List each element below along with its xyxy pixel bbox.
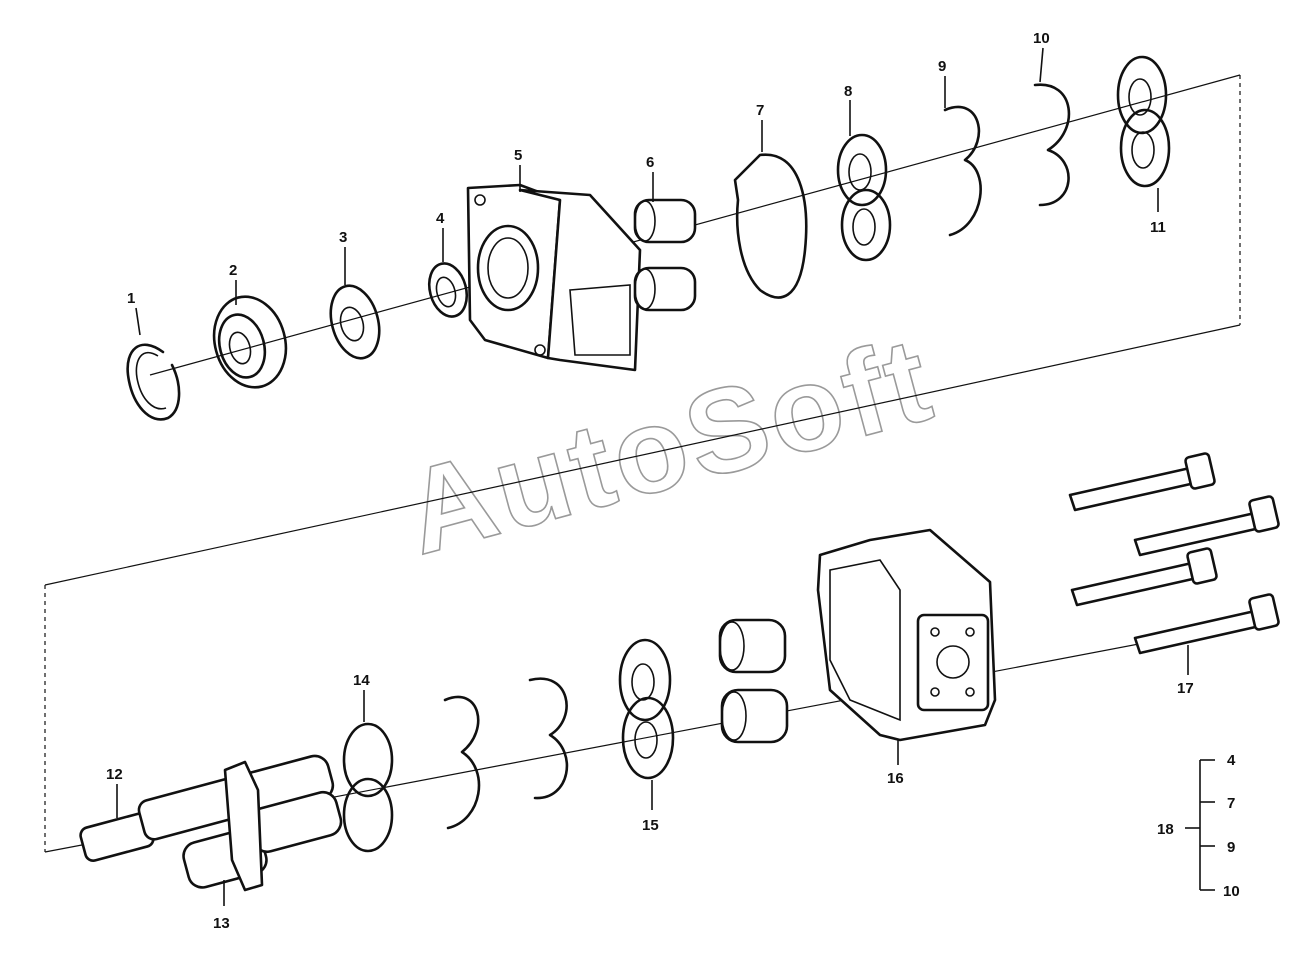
part-2-bearing — [212, 295, 288, 389]
kit-item-7: 7 — [1227, 795, 1235, 812]
callout-4: 4 — [436, 210, 445, 227]
part-10-e-ring — [1033, 83, 1071, 207]
part-6-bushings — [633, 198, 697, 312]
callout-3: 3 — [339, 229, 347, 246]
kit-item-10: 10 — [1223, 883, 1240, 900]
callout-13: 13 — [213, 915, 230, 932]
part-11-seal-ring — [1116, 55, 1171, 188]
kit-item-4: 4 — [1227, 752, 1236, 769]
part-3-washer — [329, 284, 381, 360]
lower-bushings — [718, 618, 789, 744]
part-7-gasket — [733, 153, 808, 299]
part-5-flange-housing — [466, 183, 642, 372]
callout-8: 8 — [844, 83, 852, 100]
kit-18-bracket — [1185, 759, 1215, 891]
part-13-driven-gear-shaft — [182, 760, 343, 892]
callout-2: 2 — [229, 262, 237, 279]
callout-17: 17 — [1177, 680, 1194, 697]
part-17-bolt-1 — [1068, 452, 1216, 512]
part-17-bolt-3 — [1070, 547, 1218, 607]
callout-15: 15 — [642, 817, 659, 834]
callout-16: 16 — [887, 770, 904, 787]
callout-14: 14 — [353, 672, 370, 689]
part-9-e-seal — [943, 105, 982, 237]
kit-18-label: 18 — [1157, 821, 1174, 838]
callout-11: 11 — [1150, 219, 1166, 236]
callout-7: 7 — [756, 102, 764, 119]
callout-10: 10 — [1033, 30, 1050, 47]
part-17-bolt-2 — [1133, 495, 1280, 557]
leader-1 — [135, 307, 141, 336]
part-16-pump-body — [816, 528, 997, 742]
part-1-snap-ring — [126, 343, 181, 421]
watermark: AutoSoft — [392, 311, 947, 580]
part-14-pressure-plate — [342, 722, 394, 853]
kit-item-9: 9 — [1227, 839, 1235, 856]
leader-10 — [1039, 47, 1044, 83]
part-15-seal-plate — [618, 638, 675, 780]
callout-9: 9 — [938, 58, 946, 75]
lower-e-ring-2 — [528, 677, 569, 800]
lower-e-ring-1 — [443, 695, 481, 830]
part-17-bolt-4 — [1133, 593, 1280, 655]
callout-5: 5 — [514, 147, 522, 164]
connector-diagonal-line — [44, 324, 1241, 586]
callout-1: 1 — [127, 290, 135, 307]
callout-6: 6 — [646, 154, 654, 171]
part-4-seal — [427, 262, 469, 318]
part-8-seal-plate — [836, 133, 892, 262]
callout-12: 12 — [106, 766, 123, 783]
